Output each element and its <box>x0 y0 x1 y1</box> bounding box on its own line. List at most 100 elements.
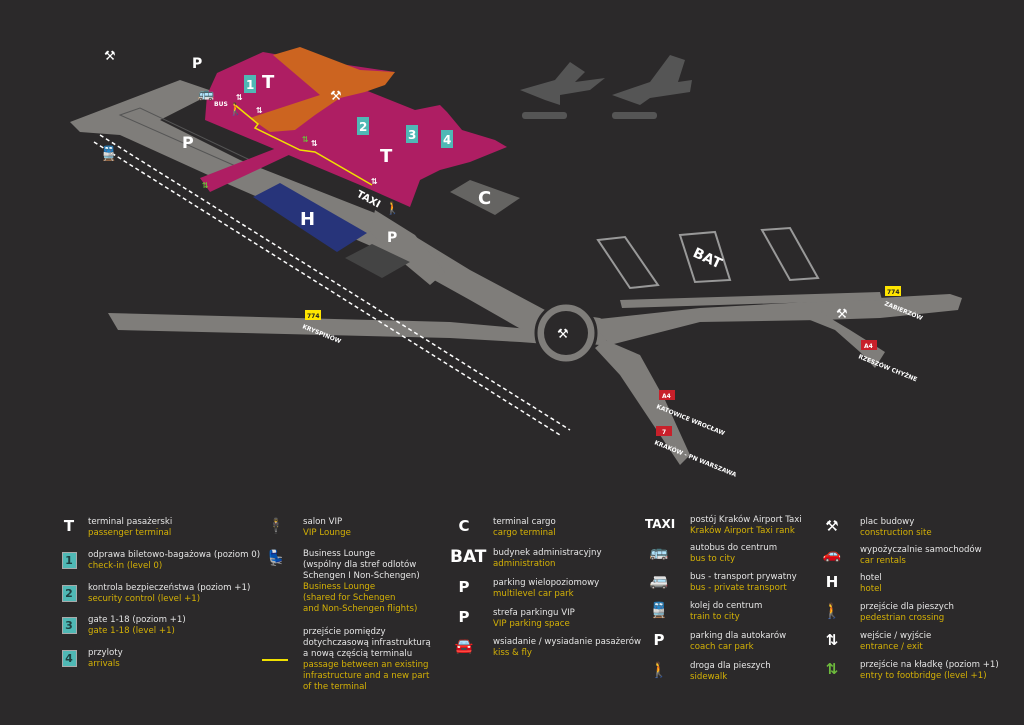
legend-label-pl: plac budowy <box>860 517 915 527</box>
t-icon: T <box>63 517 75 535</box>
legend-label-en: car rentals <box>860 556 906 566</box>
construction-icon: ⚒ <box>836 307 848 322</box>
entrance-exit-icon: ⇅ <box>256 106 263 115</box>
legend-label-en: entry to footbridge (level +1) <box>860 671 987 681</box>
legend-label-en: administration <box>493 559 556 569</box>
railway-track <box>93 141 561 436</box>
legend-label-en: kiss & fly <box>493 648 532 658</box>
kiss-and-fly-icon: 🚘 <box>454 637 474 655</box>
pedestrian-icon: 🚶 <box>649 661 669 679</box>
bat-wing <box>760 226 820 282</box>
coach-parking-area <box>345 244 410 278</box>
legend-label-en: entrance / exit <box>860 642 923 652</box>
svg-text:RZESZÓW CHYŻNE: RZESZÓW CHYŻNE <box>857 353 918 383</box>
footbridge-entry-icon: ⇅ <box>202 181 209 190</box>
bat-wing <box>596 235 660 290</box>
legend-label-pl: hotel <box>860 573 882 583</box>
legend-label-pl: terminal pasażerski <box>88 517 173 527</box>
legend-label-en: Kraków Airport Taxi rank <box>690 526 795 536</box>
legend-label-pl: bus - transport prywatny <box>690 572 797 582</box>
legend-label-pl: parking dla autokarów <box>690 631 787 641</box>
legend-label-en: multilevel car park <box>493 589 574 599</box>
construction-icon: ⚒ <box>825 517 839 535</box>
main-access-road <box>70 80 620 345</box>
legend-label-pl: salon VIP <box>303 517 343 527</box>
construction-zone <box>250 47 395 132</box>
arrivals-badge: 4 <box>441 130 453 148</box>
vip-lounge-icon: 🕴 <box>266 517 286 535</box>
legend-label-pl: strefa parkingu VIP <box>493 608 575 618</box>
legend-label-pl: Business Lounge (wspólny dla stref odlot… <box>303 549 420 581</box>
cargo-terminal <box>450 180 520 215</box>
entrance-exit-icon: ⇅ <box>825 631 839 649</box>
private-bus-icon: 🚐 <box>649 572 669 590</box>
legend-label-pl: parking wielopoziomowy <box>493 578 600 588</box>
svg-text:3: 3 <box>408 128 416 142</box>
legend-label-en: bus - private transport <box>690 583 787 593</box>
3-icon: 3 <box>55 616 83 634</box>
legend-label-pl: budynek administracyjny <box>493 548 602 558</box>
legend-label-en: security control (level +1) <box>88 594 201 604</box>
vip-parking-icon: P <box>458 608 470 626</box>
coach-parking-icon: P <box>387 230 397 246</box>
road-north-parking <box>370 210 445 285</box>
svg-text:KRAKÓW - PN WARSZAWA: KRAKÓW - PN WARSZAWA <box>653 439 737 479</box>
hotel-icon: H <box>825 573 839 591</box>
footbridge-entry-icon: ⇅ <box>302 135 309 144</box>
legend-label-pl: wejście / wyjście <box>860 631 932 641</box>
hotel-building <box>253 183 367 252</box>
svg-text:774: 774 <box>887 289 900 296</box>
legend-label-pl: odprawa biletowo-bagażowa (poziom 0) <box>88 550 261 560</box>
security-badge: 2 <box>357 117 369 135</box>
svg-text:4: 4 <box>443 133 451 147</box>
airport-map: T T 1 2 3 4 TAXI BUS C BAT H P P P ⚒ ⚒ ⚒… <box>70 47 962 479</box>
entrance-exit-icon: ⇅ <box>236 93 243 102</box>
hotel-letter-icon: H <box>300 209 315 230</box>
train-icon: 🚆 <box>649 601 669 619</box>
bus-icon: 🚌 <box>649 543 669 561</box>
terminal-letter-icon: T <box>380 146 393 167</box>
pedestrian-icon: 🚶 <box>385 201 400 215</box>
legend-label-pl: autobus do centrum <box>690 543 778 553</box>
legend-label-en: passenger terminal <box>88 528 172 538</box>
terminal-letter-icon: T <box>262 72 275 93</box>
cargo-letter-icon: C <box>478 188 491 209</box>
construction-icon: ⚒ <box>557 327 569 342</box>
road-zabierzow <box>590 294 962 345</box>
train-icon: 🚆 <box>100 145 117 162</box>
legend-label-pl: wsiadanie / wysiadanie pasażerów <box>493 637 642 647</box>
pedestrian-crossing-icon: 🚶 <box>822 602 842 620</box>
railway-track <box>99 134 571 431</box>
svg-text:1: 1 <box>246 78 254 92</box>
legend-label-en: check-in (level 0) <box>88 561 163 571</box>
footbridge <box>200 137 310 192</box>
legend-label-en: VIP Lounge <box>303 528 351 538</box>
2-icon: 2 <box>55 584 83 602</box>
bat-building <box>678 230 732 284</box>
airplane-icon <box>520 55 692 119</box>
legend-label-en: cargo terminal <box>493 528 556 538</box>
legend-label-pl: kontrola bezpieczeństwa (poziom +1) <box>88 583 251 593</box>
legend-label-en: construction site <box>860 528 932 538</box>
1-icon: 1 <box>55 551 83 569</box>
road-katowice <box>595 340 690 465</box>
footbridge-entry-icon: ⇅ <box>825 660 839 678</box>
entrance-exit-icon: ⇅ <box>311 139 318 148</box>
gates-badge: 3 <box>406 125 418 143</box>
legend-label-pl: kolej do centrum <box>690 601 763 611</box>
bus-label: BUS <box>214 101 228 108</box>
checkin-badge: 1 <box>244 75 256 93</box>
entrance-exit-icon: ⇅ <box>371 177 378 186</box>
legend-label-en: gate 1-18 (level +1) <box>88 626 175 636</box>
legend-label-en: VIP parking space <box>493 619 570 629</box>
legend-label-en: coach car park <box>690 642 754 652</box>
construction-icon: ⚒ <box>104 49 116 64</box>
bus-icon: 🚌 <box>198 87 214 102</box>
passage-line-icon <box>262 653 290 661</box>
legend-label-en: sidewalk <box>690 672 728 682</box>
legend-label-pl: przejście dla pieszych <box>860 602 954 612</box>
road-kryspinow <box>108 313 560 345</box>
c-icon: C <box>458 517 470 535</box>
road-rzeszow <box>810 312 885 368</box>
legend-label-pl: droga dla pieszych <box>690 661 771 671</box>
